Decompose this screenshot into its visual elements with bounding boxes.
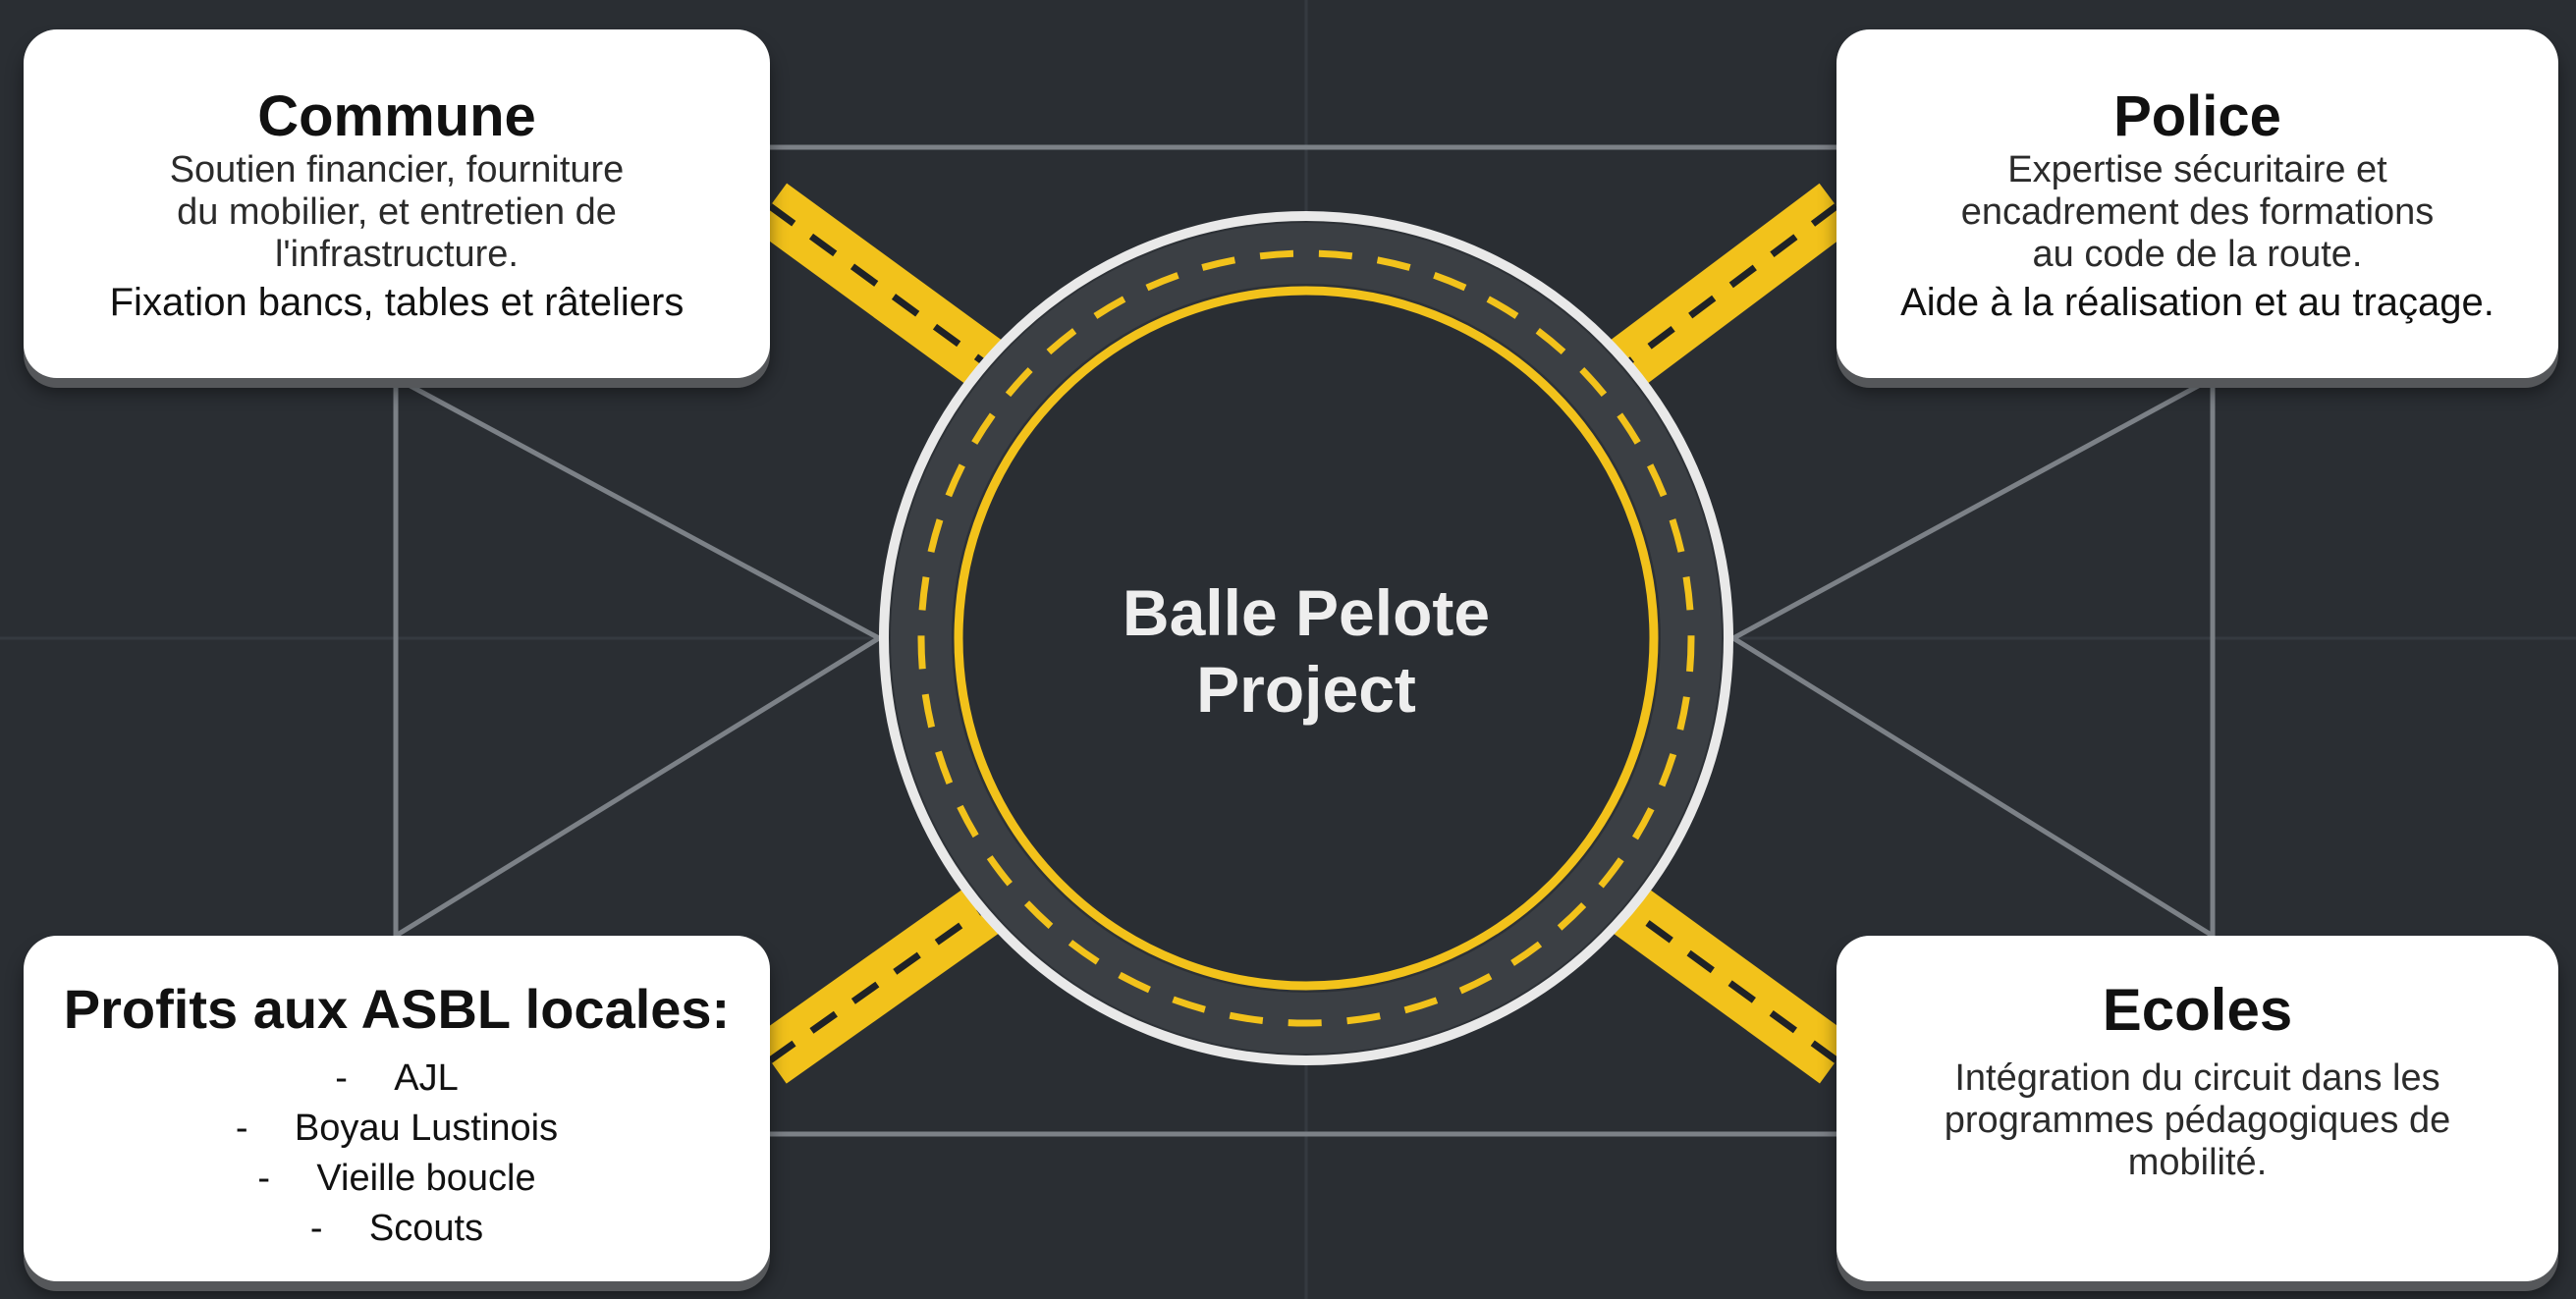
- central-title-line-2: Project: [1196, 653, 1416, 726]
- central-roundabout: [879, 211, 1733, 1065]
- card-ecoles-body-line: programmes pédagogiques de: [1944, 1100, 2451, 1141]
- list-bullet: -: [335, 1057, 348, 1099]
- asbl-list-item-label: Scouts: [368, 1208, 484, 1249]
- card-police-body-line: encadrement des formations: [1960, 191, 2435, 233]
- card-police: Police Expertise sécuritaire et encadrem…: [1836, 29, 2558, 378]
- asbl-list-item-label: AJL: [394, 1057, 459, 1099]
- central-title-line-1: Balle Pelote: [1122, 576, 1491, 649]
- list-bullet: -: [257, 1158, 271, 1199]
- card-police-extra: Aide à la réalisation et au traçage.: [1900, 281, 2494, 324]
- asbl-list-item: - Boyau Lustinois: [24, 1104, 770, 1154]
- asbl-list: -AJL -Boyau Lustinois -Vieille boucle -S…: [24, 1054, 770, 1254]
- card-police-body: Expertise sécuritaire et encadrement des…: [1836, 149, 2558, 276]
- card-commune-body-line: l'infrastructure.: [274, 234, 519, 275]
- card-ecoles-title: Ecoles: [2102, 977, 2293, 1043]
- card-commune-body-line: du mobilier, et entretien de: [177, 191, 617, 233]
- connector-lines: [393, 144, 2216, 1137]
- card-police-body-line: au code de la route.: [2032, 234, 2363, 275]
- card-commune-extra: Fixation bancs, tables et râteliers: [109, 281, 685, 324]
- card-police-body-line: Expertise sécuritaire et: [2007, 149, 2387, 190]
- list-bullet: -: [309, 1208, 323, 1249]
- card-asbl-title: Profits aux ASBL locales:: [63, 978, 731, 1040]
- card-ecoles-body-line: Intégration du circuit dans les: [1954, 1057, 2440, 1099]
- road-connectors: [752, 183, 1854, 1084]
- card-commune-body-line: Soutien financier, fourniture: [169, 149, 625, 190]
- asbl-list-item-label: Boyau Lustinois: [294, 1108, 559, 1149]
- central-title: Balle Pelote Project: [1012, 574, 1601, 728]
- asbl-list-item-label: Vieille boucle: [316, 1158, 536, 1199]
- card-commune-body: Soutien financier, fourniture du mobilie…: [24, 149, 770, 276]
- card-asbl: Profits aux ASBL locales: -AJL -Boyau Lu…: [24, 936, 770, 1281]
- card-commune-title: Commune: [257, 84, 536, 148]
- card-ecoles-body-line: mobilité.: [2127, 1142, 2268, 1183]
- card-commune: Commune Soutien financier, fourniture du…: [24, 29, 770, 378]
- asbl-list-item: - AJL: [24, 1054, 770, 1104]
- card-police-title: Police: [2113, 84, 2281, 148]
- card-ecoles-body: Intégration du circuit dans les programm…: [1836, 1057, 2558, 1184]
- card-ecoles: Ecoles Intégration du circuit dans les p…: [1836, 936, 2558, 1281]
- asbl-list-item: - Scouts: [24, 1204, 770, 1254]
- list-bullet: -: [235, 1108, 248, 1149]
- asbl-list-item: - Vieille boucle: [24, 1154, 770, 1204]
